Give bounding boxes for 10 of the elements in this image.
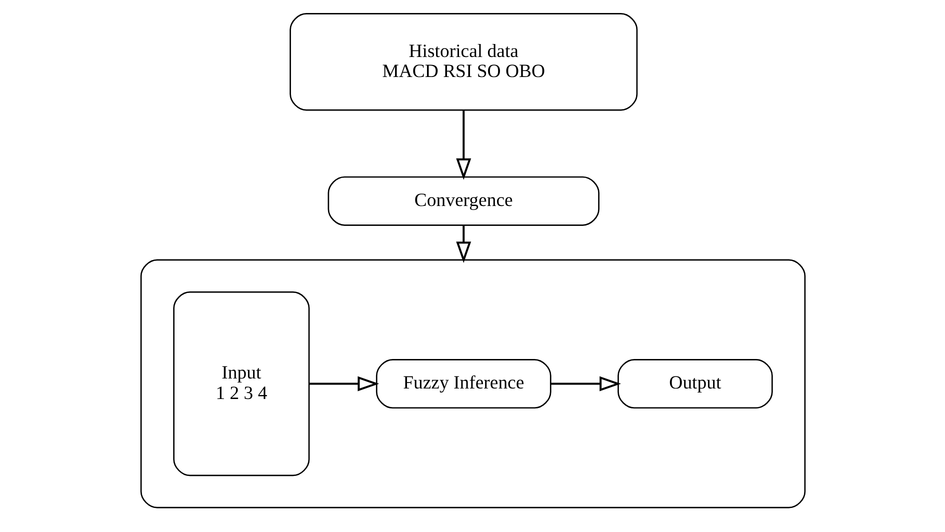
- node-box: Fuzzy Inference: [375, 359, 551, 409]
- arrow: [308, 376, 379, 392]
- arrow: [456, 110, 471, 180]
- node-box: Output: [617, 359, 772, 409]
- cluster: [140, 259, 806, 508]
- node-box: Convergence: [327, 176, 599, 226]
- node-box: Input 1 2 3 4: [172, 291, 310, 476]
- arrow: [550, 376, 621, 392]
- arrow: [456, 225, 471, 264]
- node-box: Historical data MACD RSI SO OBO: [289, 13, 638, 111]
